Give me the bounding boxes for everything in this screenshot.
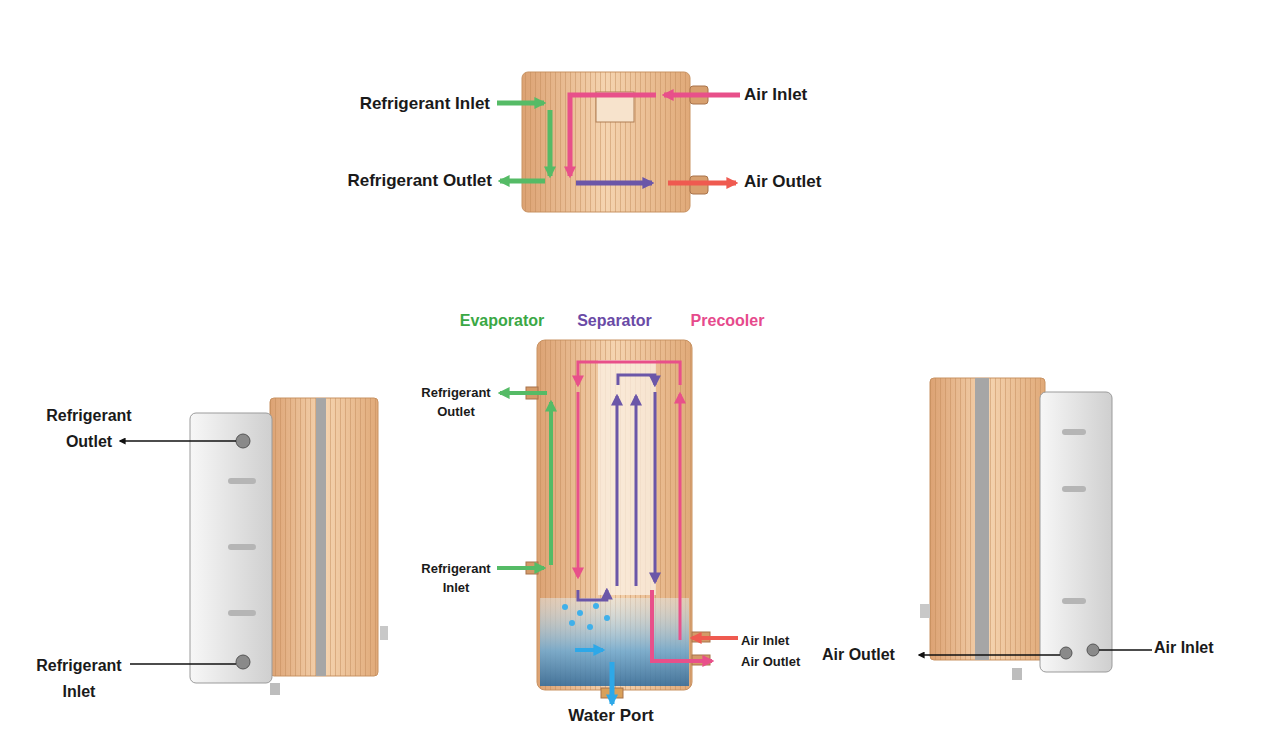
port-stub	[380, 626, 388, 640]
plate-lines	[537, 340, 692, 690]
port-label: Air Outlet	[822, 644, 922, 666]
port-label: Water Port	[556, 705, 666, 727]
air-arrow	[679, 394, 682, 640]
port-label: Air Inlet	[1154, 637, 1244, 659]
plate-pack	[930, 378, 1045, 660]
middle-plate	[316, 398, 326, 676]
zone-heading: Evaporator	[460, 311, 544, 331]
port-fitting	[236, 434, 250, 448]
port-label: Refrigerant Outlet	[412, 383, 500, 421]
port-fitting	[1060, 647, 1072, 659]
air-arrow	[664, 93, 740, 98]
refrigerant-arrow	[497, 101, 544, 106]
cover-plate	[1040, 392, 1112, 672]
water-drop	[604, 615, 610, 621]
refrigerant-arrow	[497, 566, 544, 570]
leader-line	[919, 654, 1060, 655]
port-label: Refrigerant Outlet	[30, 403, 148, 455]
plate-slot	[228, 544, 256, 550]
port-label: Air Inlet	[741, 633, 821, 649]
cover-plate	[190, 413, 272, 683]
air-arrow	[616, 396, 619, 586]
top-exchanger	[497, 72, 740, 212]
water-drop	[593, 603, 599, 609]
plate-slot	[1062, 598, 1086, 604]
water-arrow	[575, 648, 603, 652]
air-arrow	[654, 392, 657, 582]
water-drop	[562, 604, 568, 610]
refrigerant-arrow	[500, 179, 545, 184]
plate-slot	[228, 610, 256, 616]
water-arrow	[610, 662, 615, 704]
port-label: Air Outlet	[744, 171, 854, 193]
port-fitting	[236, 655, 250, 669]
port-stub	[920, 604, 930, 618]
plate-lines	[930, 378, 1045, 660]
middle-plate	[975, 378, 989, 660]
port-label: Air Inlet	[744, 84, 844, 106]
exchanger-body	[537, 340, 692, 690]
refrigerant-arrow	[548, 110, 553, 176]
port-label: Air Outlet	[741, 654, 821, 670]
port-label: Refrigerant Outlet	[320, 170, 492, 192]
refrigerant-arrow	[549, 402, 553, 565]
plate-lines	[270, 398, 378, 676]
air-arrow	[577, 392, 580, 577]
air-flow-arrow	[578, 590, 607, 600]
plate-slot	[228, 478, 256, 484]
air-arrow	[668, 181, 736, 186]
zone-band: Precooler	[645, 385, 690, 590]
air-flow-arrow	[578, 362, 680, 385]
water-drop	[569, 620, 575, 626]
port-stub	[270, 683, 280, 695]
port-label: Refrigerant Inlet	[20, 653, 138, 705]
air-arrow	[635, 396, 638, 586]
plate-slot	[1062, 429, 1086, 435]
zone-heading: Precooler	[691, 311, 765, 331]
air-arrow	[652, 590, 712, 661]
air-flow-arrow	[618, 375, 655, 385]
port-label: Refrigerant Inlet	[412, 559, 500, 597]
air-arrow	[570, 95, 656, 176]
separator-chamber	[598, 360, 656, 595]
leader-line	[120, 440, 236, 441]
plate-pack	[270, 398, 378, 676]
air-arrow	[576, 181, 652, 186]
zone-heading: Separator	[577, 311, 652, 331]
refrigerant-arrow	[500, 391, 547, 395]
plate-slot	[1062, 486, 1086, 492]
leader-line	[1099, 649, 1152, 650]
port-stub	[1012, 668, 1022, 680]
air-arrow	[692, 636, 738, 640]
cutaway-exchanger	[497, 340, 738, 704]
leader-line	[130, 663, 236, 664]
port-fitting	[1087, 644, 1099, 656]
zone-band: Evaporator	[540, 385, 592, 590]
zone-band: Separator	[592, 385, 645, 590]
port-label: Refrigerant Inlet	[330, 93, 490, 115]
water-drop	[587, 624, 593, 630]
right-exchanger	[919, 378, 1152, 680]
left-exchanger	[120, 398, 388, 695]
water-drop	[577, 610, 583, 616]
